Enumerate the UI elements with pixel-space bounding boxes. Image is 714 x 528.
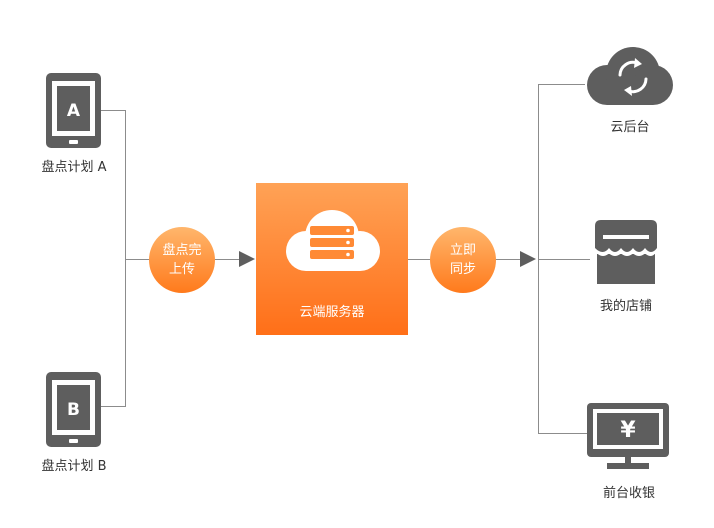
connector-left-vertical bbox=[125, 110, 126, 407]
upload-step-badge: 盘点完 上传 bbox=[149, 227, 215, 293]
pos-yen-symbol: ¥ bbox=[620, 418, 636, 443]
cloud-refresh-icon bbox=[587, 47, 673, 105]
cloud-server-icon bbox=[286, 210, 380, 271]
tablet-a-letter: A bbox=[67, 101, 81, 121]
connector-tablet-b bbox=[100, 406, 125, 407]
arrow-to-targets bbox=[520, 251, 536, 267]
connector-cloud-backend bbox=[538, 84, 585, 85]
tablet-b-icon: B bbox=[46, 372, 101, 447]
storefront-icon bbox=[595, 220, 657, 284]
connector-my-store bbox=[538, 259, 590, 260]
tablet-a-icon: A bbox=[46, 73, 101, 148]
connector-tablet-a bbox=[100, 110, 125, 111]
connector-pos bbox=[538, 433, 588, 434]
monitor-yen-icon: ¥ bbox=[587, 403, 669, 469]
upload-step-line1: 盘点完 bbox=[162, 243, 202, 258]
upload-step-line2: 上传 bbox=[168, 262, 195, 277]
arrow-to-server bbox=[239, 251, 255, 267]
cloud-backend-label: 云后台 bbox=[610, 120, 650, 135]
cloud-server-box: 云端服务器 bbox=[256, 183, 408, 335]
tablet-a-label: 盘点计划 A bbox=[41, 160, 107, 175]
pos-label: 前台收银 bbox=[602, 486, 655, 501]
sync-step-line1: 立即 bbox=[449, 243, 476, 258]
my-store-label: 我的店铺 bbox=[599, 299, 652, 314]
sync-step-badge: 立即 同步 bbox=[430, 227, 496, 293]
sync-step-line2: 同步 bbox=[449, 262, 476, 277]
tablet-b-label: 盘点计划 B bbox=[41, 459, 107, 474]
tablet-b-letter: B bbox=[67, 400, 80, 420]
server-label: 云端服务器 bbox=[299, 305, 365, 320]
